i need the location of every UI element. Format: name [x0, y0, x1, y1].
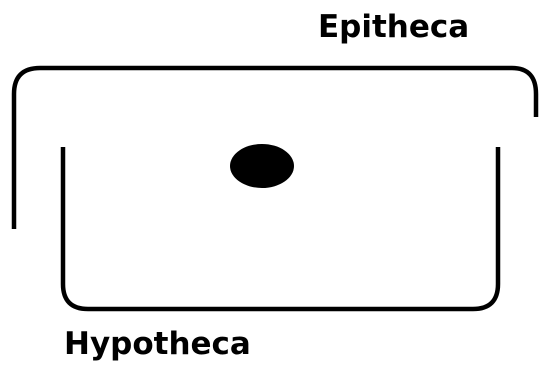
- epitheca-label: Epitheca: [318, 12, 469, 43]
- nucleus-shape: [230, 144, 294, 188]
- hypotheca-label: Hypotheca: [64, 329, 251, 360]
